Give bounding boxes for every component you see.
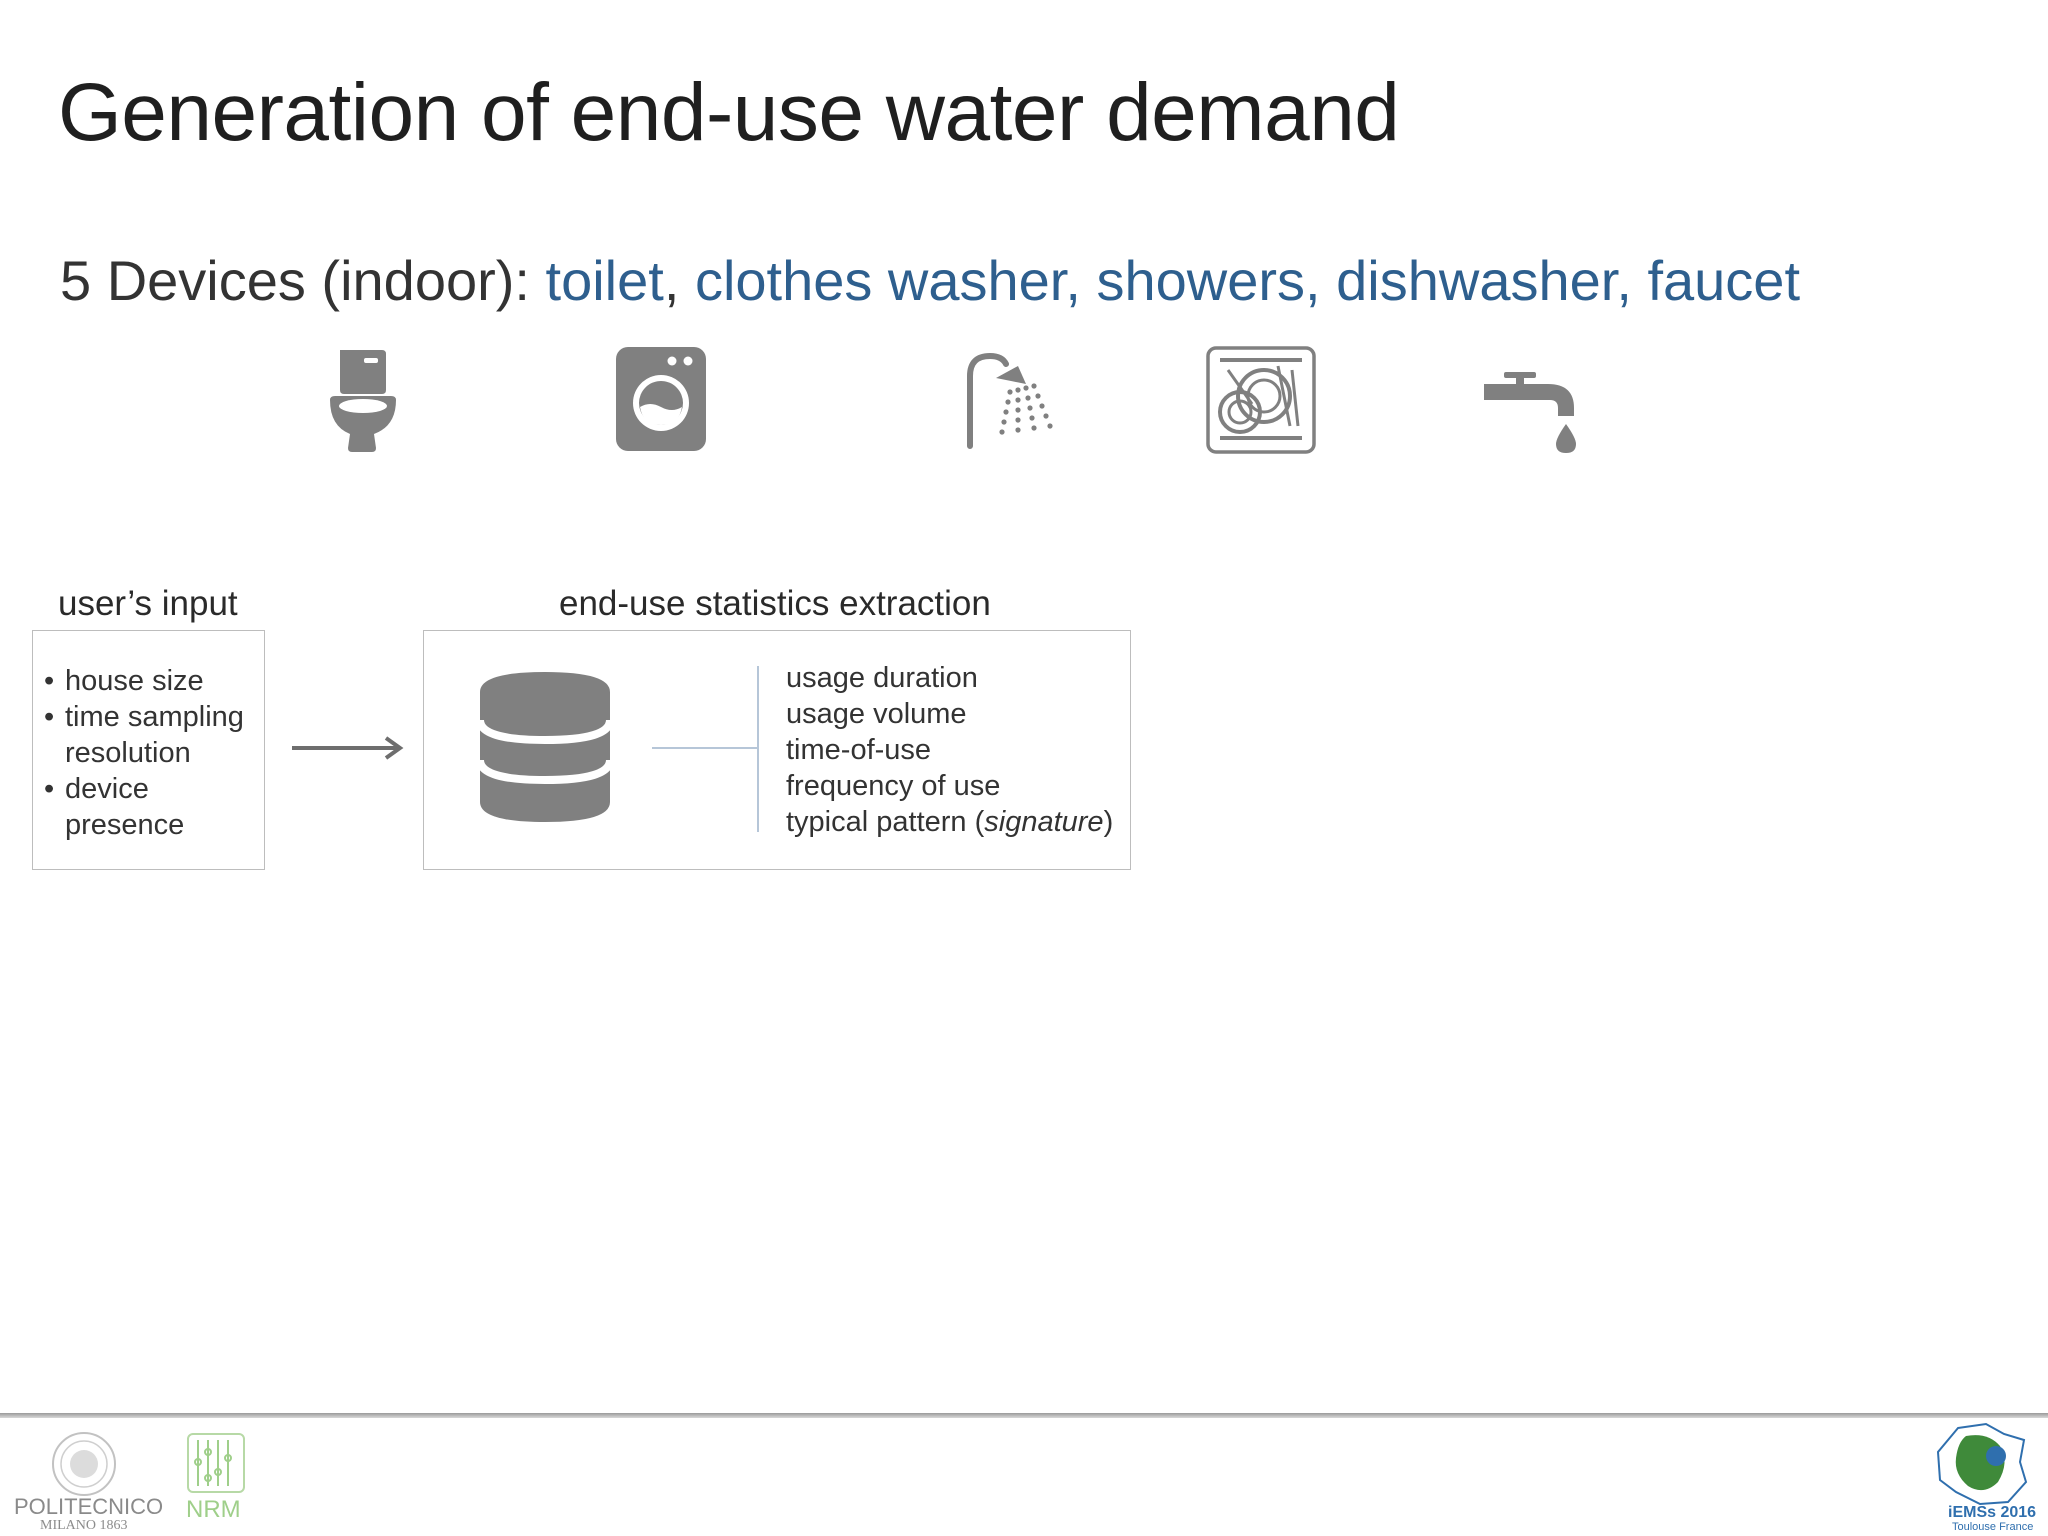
right-arrow-icon	[292, 736, 404, 760]
separator: ,	[663, 249, 695, 312]
connector-line	[652, 666, 759, 832]
devices-prefix: 5 Devices (indoor):	[60, 249, 546, 312]
device-showers: showers	[1096, 249, 1306, 312]
iemss-map-icon	[1936, 1422, 2028, 1506]
faucet-icon	[1484, 372, 1576, 453]
iemss-logo-subtext: Toulouse France	[1952, 1521, 2034, 1533]
devices-line: 5 Devices (indoor): toilet, clothes wash…	[60, 248, 1800, 313]
device-dishwasher: dishwasher	[1336, 249, 1617, 312]
separator: ,	[1305, 249, 1337, 312]
device-toilet: toilet	[545, 249, 664, 312]
device-faucet: faucet	[1647, 249, 1801, 312]
shower-icon	[967, 352, 1053, 449]
list-item: time sampling resolution	[40, 699, 255, 771]
statistics-list: usage duration usage volume time-of-use …	[786, 660, 1113, 840]
list-item-signature: typical pattern (signature)	[786, 806, 1114, 838]
nrm-logo-icon	[187, 1433, 245, 1493]
list-item: time-of-use	[786, 734, 932, 766]
politecnico-logo-subtext: MILANO 1863	[40, 1518, 128, 1533]
extraction-heading: end-use statistics extraction	[559, 584, 991, 623]
list-item: usage volume	[786, 698, 967, 730]
politecnico-seal-icon	[52, 1432, 116, 1496]
device-clothes-washer: clothes washer	[694, 249, 1066, 312]
politecnico-logo-text: POLITECNICO	[14, 1494, 164, 1519]
database-icon	[478, 672, 612, 822]
iemss-logo-text: iEMSs 2016	[1948, 1504, 2037, 1521]
list-item: usage duration	[786, 662, 978, 694]
slide-title: Generation of end-use water demand	[58, 67, 1400, 158]
user-input-list: house size time sampling resolution devi…	[40, 663, 255, 843]
user-input-heading: user’s input	[58, 584, 238, 623]
nrm-logo-text: NRM	[186, 1496, 241, 1523]
list-item: device presence	[40, 771, 215, 843]
toilet-icon	[330, 350, 396, 452]
list-item: frequency of use	[786, 770, 1001, 802]
dishwasher-icon	[1206, 346, 1316, 454]
separator: ,	[1616, 249, 1648, 312]
footer-divider	[0, 1413, 2048, 1418]
separator: ,	[1065, 249, 1097, 312]
washing-machine-icon	[616, 347, 706, 451]
list-item: house size	[40, 663, 255, 699]
